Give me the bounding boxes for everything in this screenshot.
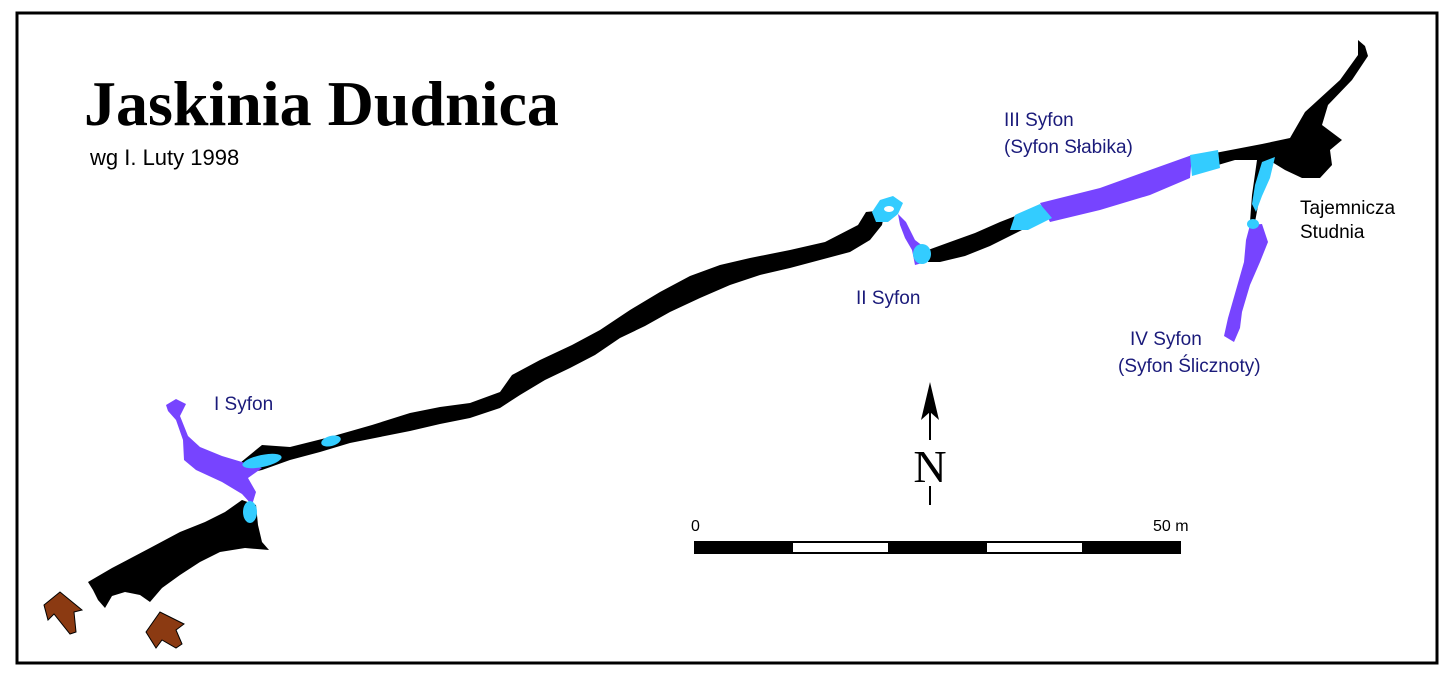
water-pool	[243, 501, 257, 523]
scale-bar: 0 50 m	[691, 518, 1189, 554]
entrance-markers	[43, 591, 185, 649]
scale-segment	[1082, 541, 1181, 554]
north-letter: N	[913, 441, 946, 492]
main-passage	[240, 210, 885, 474]
passage-sump2-sump3	[928, 215, 1030, 262]
water-pool	[1190, 150, 1220, 176]
water-pools	[242, 150, 1275, 523]
shaft-label: Tajemnicza	[1300, 198, 1395, 219]
scale-segment	[888, 541, 987, 554]
scale-segment	[791, 541, 890, 554]
sump-1	[166, 399, 262, 505]
water-pool	[913, 244, 931, 264]
sump-2-label: II Syfon	[856, 288, 920, 309]
sump-1-label: I Syfon	[214, 394, 273, 415]
sump-4-sublabel: (Syfon Ślicznoty)	[1118, 355, 1261, 377]
sump-3-label: III Syfon	[1004, 110, 1074, 131]
water-pool	[242, 453, 282, 469]
scale-segments	[694, 541, 1181, 554]
map-labels: I Syfon II Syfon III Syfon (Syfon Słabik…	[214, 110, 1395, 415]
scale-start-label: 0	[691, 518, 700, 535]
scale-segment	[985, 541, 1084, 554]
sumps	[166, 155, 1268, 505]
shaft-sublabel: Studnia	[1300, 222, 1365, 243]
sump-3	[1040, 155, 1192, 222]
north-letter-bg	[914, 440, 946, 486]
north-arrow-icon: N	[913, 382, 947, 505]
sump-4	[1224, 224, 1268, 342]
scale-end-label: 50 m	[1153, 518, 1189, 535]
entrance-passage	[88, 500, 269, 608]
water-pool	[884, 206, 894, 212]
water-pool	[1252, 157, 1275, 212]
water-pool	[1010, 204, 1052, 230]
water-pool	[1247, 219, 1259, 229]
map-frame	[15, 11, 1439, 665]
sump-4-label: IV Syfon	[1130, 329, 1202, 350]
water-pool	[321, 435, 341, 447]
terminal-chamber	[1215, 40, 1368, 222]
map-title: Jaskinia Dudnica	[84, 68, 559, 139]
scale-segment	[694, 541, 793, 554]
sump-3-sublabel: (Syfon Słabika)	[1004, 137, 1133, 158]
entrance-arrow-icon	[43, 591, 84, 635]
north-arrow-head	[921, 382, 939, 420]
cave-passages	[88, 40, 1368, 608]
map-author: wg I. Luty 1998	[89, 145, 239, 170]
entrance-arrow-icon	[145, 611, 185, 649]
